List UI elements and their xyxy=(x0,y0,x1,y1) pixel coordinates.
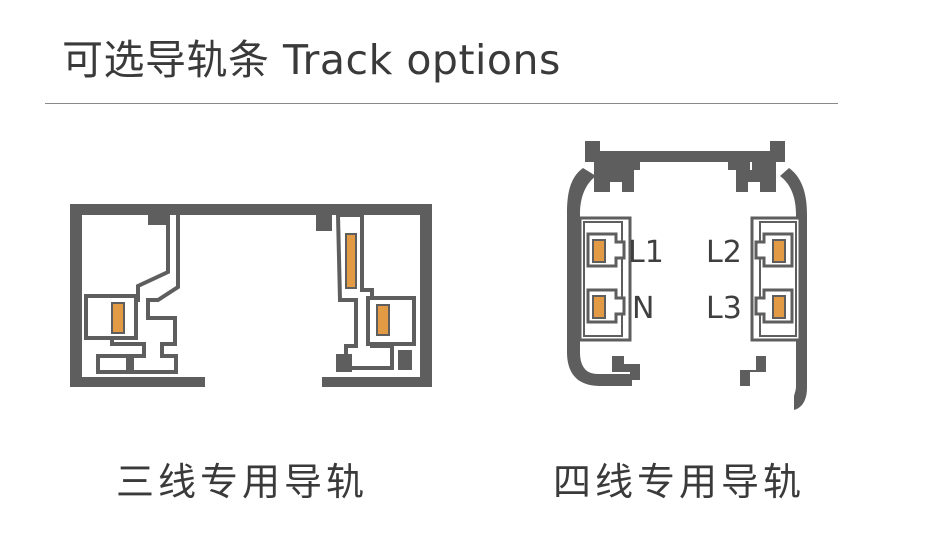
four-wire-track-caption: 四线专用导轨 xyxy=(553,460,806,504)
three-wire-right-clip-top xyxy=(316,215,332,231)
title-divider xyxy=(45,103,838,104)
four-wire-l2-conductor xyxy=(772,239,786,263)
four-wire-top-rail xyxy=(585,141,785,170)
four-wire-label-l3: L3 xyxy=(706,291,742,326)
four-wire-l1-conductor xyxy=(592,239,606,263)
four-wire-n-conductor xyxy=(592,295,606,319)
four-wire-label-l2: L2 xyxy=(706,235,742,270)
four-wire-top-hooks xyxy=(594,162,776,192)
four-wire-label-l1: L1 xyxy=(628,235,664,270)
three-wire-left-insulator xyxy=(110,213,180,374)
page-title: 可选导轨条 Track options xyxy=(62,36,561,84)
three-wire-track-profile xyxy=(70,204,432,387)
three-wire-right-holder xyxy=(366,296,416,346)
three-wire-left-conductor xyxy=(111,302,125,334)
three-wire-left-foot xyxy=(96,354,130,374)
four-wire-l3-conductor xyxy=(772,295,786,319)
four-wire-bottom-left-hook xyxy=(612,356,640,380)
three-wire-right-conductor-top xyxy=(345,233,357,289)
three-wire-right-foot xyxy=(336,350,412,372)
three-wire-right-conductor-bottom xyxy=(376,304,390,336)
three-wire-track-caption: 三线专用导轨 xyxy=(116,460,369,504)
four-wire-label-n: N xyxy=(632,291,654,326)
four-wire-bottom-right-hook xyxy=(740,356,766,386)
four-wire-track-profile: L1 N L2 L3 xyxy=(567,141,807,410)
four-wire-right-insulator-inner xyxy=(759,221,797,337)
four-wire-left-insulator-inner xyxy=(583,221,623,337)
three-wire-left-clip-top xyxy=(148,215,170,225)
